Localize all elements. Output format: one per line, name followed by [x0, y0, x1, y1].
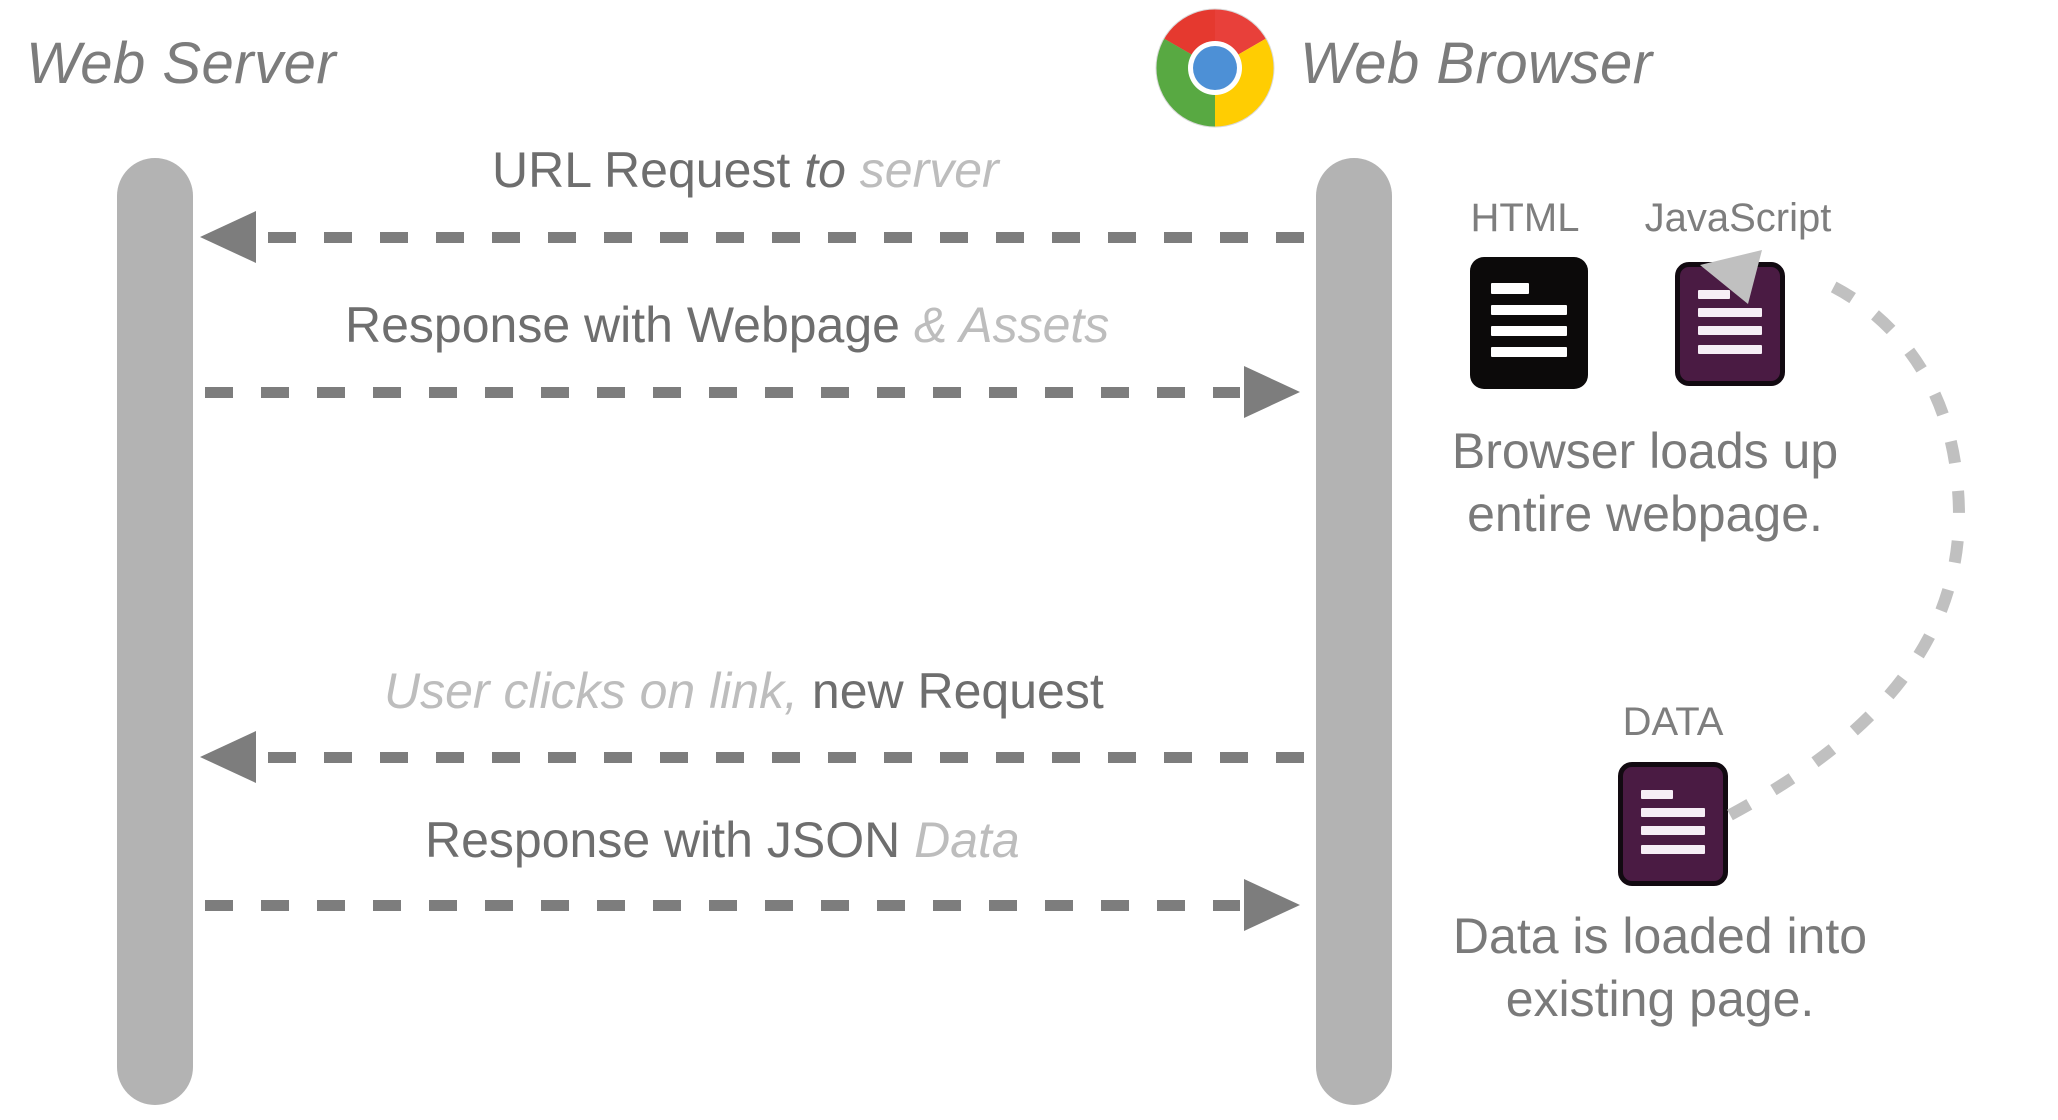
arrowhead-right-response-json [1244, 879, 1300, 931]
browser-loads-note: Browser loads up entire webpage. [1451, 423, 1839, 542]
javascript-file-icon [1675, 262, 1785, 386]
msg3-part-0: User clicks on link, [384, 663, 812, 719]
data-icon-bar-3 [1641, 826, 1705, 836]
message-response-webpage-label: Response with Webpage & Assets [345, 296, 1109, 354]
arrowhead-right-response-webpage [1244, 366, 1300, 418]
js-icon-bar-2 [1698, 308, 1762, 318]
data-icon-bar-1 [1641, 789, 1673, 799]
js-icon-bar-1 [1698, 289, 1730, 299]
html-icon-bar-2 [1491, 304, 1567, 316]
html-icon-bar-4 [1491, 346, 1567, 358]
arrowhead-left-new-request [200, 731, 256, 783]
msg4-part-1: Data [914, 812, 1020, 868]
data-loaded-note: Data is loaded into existing page. [1452, 908, 1868, 1027]
chrome-logo-icon [1155, 8, 1275, 128]
data-icon-bar-4 [1641, 844, 1705, 854]
data-to-javascript-curved-arrow [1700, 240, 2058, 830]
dashed-line-new-request [268, 752, 1308, 763]
html-file-icon [1470, 257, 1588, 389]
msg4-part-0: Response with JSON [425, 812, 915, 868]
data-icon-bar-2 [1641, 808, 1705, 818]
html-caption: HTML [1470, 196, 1580, 240]
html-icon-bar-1 [1491, 283, 1529, 294]
msg2-part-0: Response with Webpage [345, 297, 914, 353]
js-icon-bar-4 [1698, 344, 1762, 354]
msg1-part-1: to [804, 142, 860, 198]
msg3-part-1: new Request [811, 663, 1104, 719]
message-response-json-label: Response with JSON Data [425, 811, 1020, 869]
msg2-part-1: & Assets [913, 297, 1110, 353]
message-url-request-label: URL Request to server [492, 141, 999, 199]
arrowhead-left-url-request [200, 211, 256, 263]
data-file-icon [1618, 762, 1728, 886]
web-server-lifeline [117, 158, 193, 1105]
javascript-caption: JavaScript [1644, 196, 1832, 240]
web-browser-title: Web Browser [1300, 31, 1653, 96]
html-icon-bar-3 [1491, 325, 1567, 337]
web-browser-lifeline [1316, 158, 1392, 1105]
message-new-request-label: User clicks on link, new Request [384, 662, 1104, 720]
dashed-line-response-json [205, 900, 1240, 911]
data-caption: DATA [1622, 700, 1724, 744]
web-server-title: Web Server [26, 31, 337, 96]
msg1-part-2: server [859, 142, 999, 198]
js-icon-bar-3 [1698, 326, 1762, 336]
dashed-line-response-webpage [205, 387, 1240, 398]
dashed-line-url-request [268, 232, 1308, 243]
msg1-part-0: URL Request [492, 142, 805, 198]
